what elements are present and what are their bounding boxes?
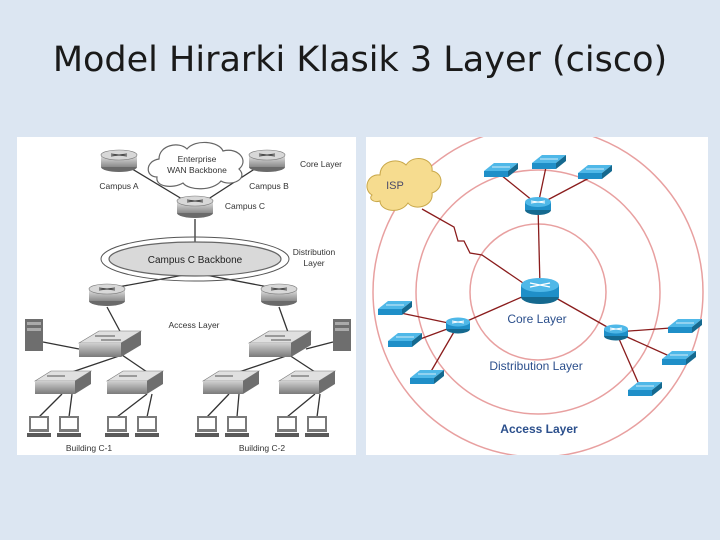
router-icon	[248, 149, 286, 172]
core-layer-label: Core Layer	[300, 159, 342, 169]
distribution-layer-label: Distribution Layer	[489, 359, 582, 373]
campus-b-label: Campus B	[249, 181, 289, 191]
distribution-label-2: Layer	[303, 258, 324, 268]
isp-label: ISP	[386, 180, 404, 192]
campus-hierarchy-diagram: Enterprise WAN Backbone Campus A Campus …	[17, 137, 356, 455]
wan-cloud-label-1: Enterprise	[178, 154, 217, 164]
router-icon	[176, 195, 214, 218]
switch-icon	[277, 370, 337, 394]
switch-icon	[33, 370, 93, 394]
pc-icon	[27, 416, 51, 437]
pc-icon	[105, 416, 129, 437]
pc-icon	[135, 416, 159, 437]
switch-icon	[247, 330, 313, 357]
switch-icon	[662, 351, 696, 365]
router-icon	[446, 317, 470, 334]
core-layer-label: Core Layer	[507, 312, 566, 326]
building-c1-label: Building C-1	[66, 443, 113, 453]
switch-icon	[628, 382, 662, 396]
router-icon	[604, 324, 628, 341]
backbone-ellipse	[108, 241, 282, 277]
router-icon	[100, 149, 138, 172]
switch-icon	[388, 333, 422, 347]
isp-cloud-icon	[366, 157, 442, 211]
switch-icon	[668, 319, 702, 333]
router-icon	[525, 197, 551, 215]
core-router-icon	[521, 278, 559, 304]
server-icon	[333, 319, 351, 351]
access-layer-label: Access Layer	[168, 320, 219, 330]
switch-icon	[201, 370, 261, 394]
pc-icon	[195, 416, 219, 437]
backbone-label: Campus C Backbone	[148, 255, 243, 266]
distribution-label-1: Distribution	[293, 247, 336, 257]
campus-c-label: Campus C	[225, 201, 265, 211]
wan-cloud-label-2: WAN Backbone	[167, 165, 227, 175]
campus-a-label: Campus A	[99, 181, 139, 191]
pc-icon	[225, 416, 249, 437]
switch-icon	[532, 155, 566, 169]
switch-icon	[77, 330, 143, 357]
switch-icon	[105, 370, 165, 394]
switch-icon	[410, 370, 444, 384]
switch-icon	[378, 301, 412, 315]
building-c2-label: Building C-2	[239, 443, 286, 453]
router-icon	[260, 283, 298, 306]
backbone-outer-ring	[100, 236, 290, 282]
slide-title: Model Hirarki Klasik 3 Layer (cisco)	[52, 40, 668, 80]
server-icon	[25, 319, 43, 351]
concentric-layer-diagram: ISP Core Layer Distribution Layer A	[366, 126, 708, 458]
wan-cloud-icon	[147, 141, 244, 190]
switch-icon	[484, 163, 518, 177]
distribution-layer-ring	[415, 169, 661, 415]
campus-links	[38, 160, 334, 418]
router-icon	[88, 283, 126, 306]
pc-icon	[305, 416, 329, 437]
pc-icon	[57, 416, 81, 437]
switch-icon	[578, 165, 612, 179]
pc-icon	[275, 416, 299, 437]
access-layer-label: Access Layer	[500, 422, 578, 436]
